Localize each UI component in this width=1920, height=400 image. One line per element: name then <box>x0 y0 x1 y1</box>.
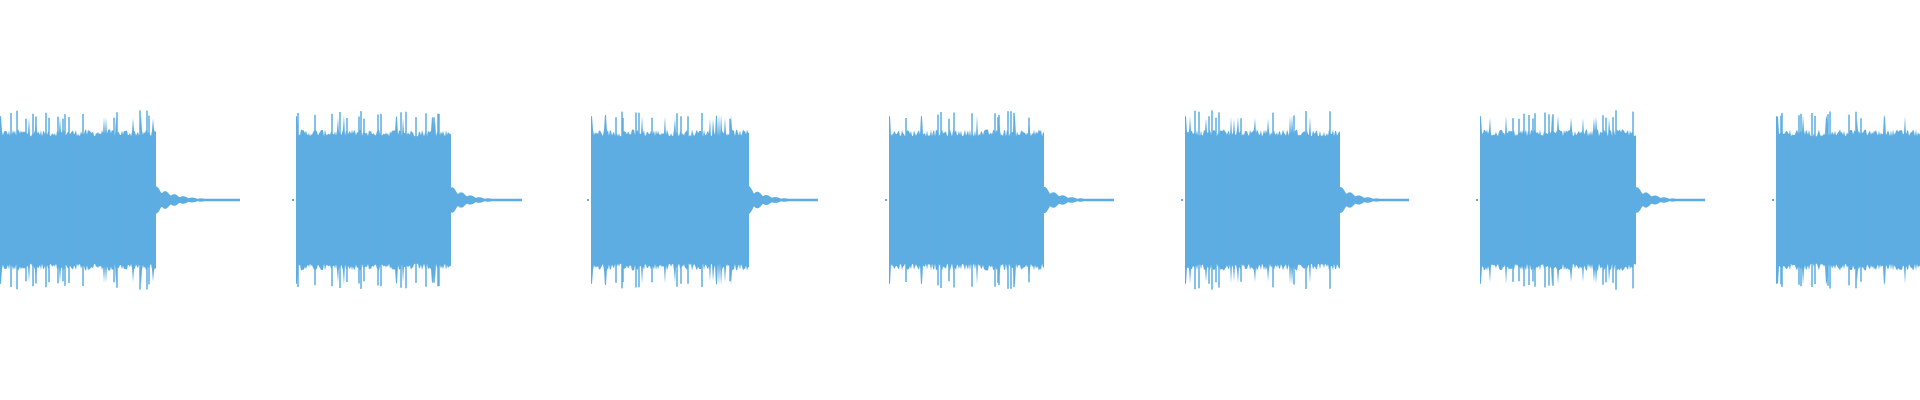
waveform-burst-body <box>296 114 451 286</box>
waveform-lead-dot <box>1476 199 1478 201</box>
waveform-burst <box>885 111 1114 289</box>
waveform-burst-tail <box>451 187 522 213</box>
waveform-burst-tail <box>1044 186 1114 214</box>
waveform-lead-dot <box>1181 199 1183 201</box>
waveform-burst-body <box>1185 115 1340 285</box>
waveform-lead-dot <box>292 199 294 201</box>
waveform-burst <box>587 111 818 289</box>
waveform-burst-tail <box>1340 187 1409 213</box>
waveform-lead-dot <box>1772 199 1774 201</box>
waveform-burst <box>292 111 522 289</box>
waveform-burst <box>1181 110 1409 290</box>
waveform-burst-body <box>1776 114 1920 286</box>
waveform-burst <box>1772 111 1920 289</box>
waveform-lead-dot <box>885 199 887 201</box>
waveform-burst-tail <box>156 186 240 214</box>
waveform-burst <box>1476 110 1705 290</box>
waveform-burst <box>0 110 240 290</box>
waveform-burst-tail <box>749 186 818 214</box>
waveform-bursts <box>0 110 1920 290</box>
waveform-burst-body <box>889 114 1044 286</box>
waveform-burst-tail <box>1636 187 1705 213</box>
waveform-burst-body <box>0 114 156 286</box>
waveform-burst-body <box>591 114 749 286</box>
waveform-lead-dot <box>587 199 589 201</box>
